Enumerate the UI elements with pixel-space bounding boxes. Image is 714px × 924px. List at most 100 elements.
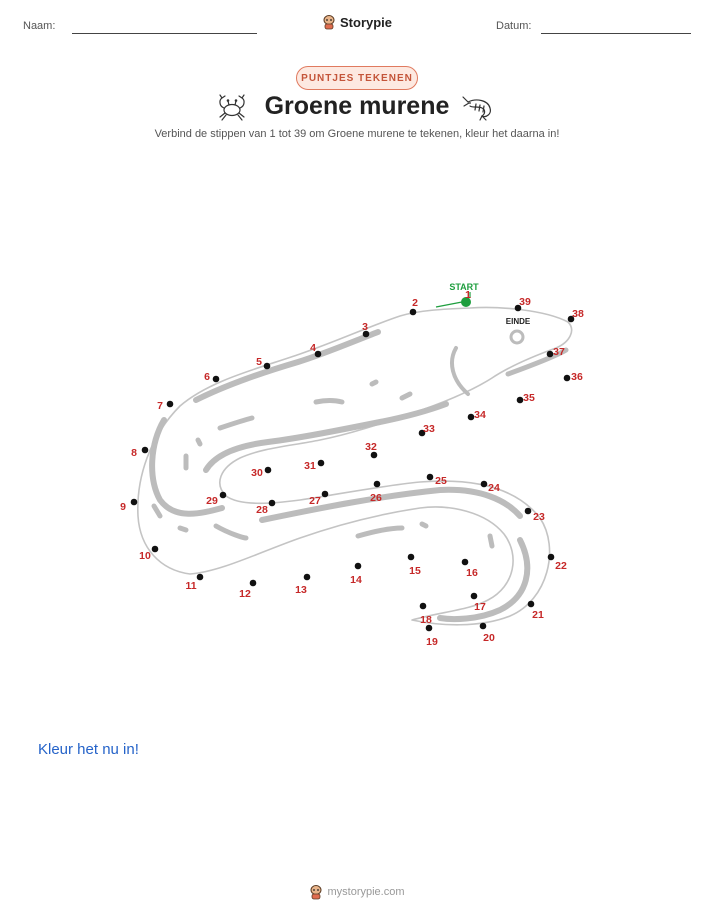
dot-5[interactable] (263, 362, 271, 370)
dot-number-35: 35 (523, 392, 535, 404)
dot-number-16: 16 (466, 567, 478, 579)
dot-12[interactable] (249, 579, 257, 587)
storypie-mascot-icon (310, 885, 322, 900)
end-label: EINDE (506, 317, 531, 326)
eel-outline (137, 306, 573, 626)
start-dot[interactable] (461, 297, 471, 307)
dot-30[interactable] (264, 466, 272, 474)
dot-34[interactable] (467, 413, 475, 421)
brand-name: Storypie (340, 14, 393, 30)
dot-22[interactable] (547, 553, 555, 561)
dot-number-30: 30 (251, 467, 263, 479)
name-label: Naam: (23, 20, 56, 32)
dot-number-28: 28 (256, 504, 268, 516)
dot-13[interactable] (303, 573, 311, 581)
dot-14[interactable] (354, 562, 362, 570)
dot-number-13: 13 (295, 584, 307, 596)
dot-2[interactable] (409, 308, 417, 316)
dot-number-24: 24 (488, 482, 500, 494)
dot-number-1: 1 (465, 289, 471, 301)
footer-url[interactable]: mystorypie.com (327, 886, 405, 898)
dot-3[interactable] (362, 330, 370, 338)
dot-number-26: 26 (370, 492, 382, 504)
dot-number-34: 34 (474, 409, 486, 421)
dot-26[interactable] (373, 480, 381, 488)
start-marker: START (435, 282, 479, 308)
storypie-mascot-icon (323, 15, 335, 30)
dot-number-9: 9 (120, 501, 126, 513)
dot-39[interactable] (514, 304, 522, 312)
dot-21[interactable] (527, 600, 535, 608)
dot-number-5: 5 (256, 356, 262, 368)
dot-8[interactable] (141, 446, 149, 454)
dot-number-25: 25 (435, 475, 447, 487)
start-label: START (449, 282, 479, 292)
dot-29[interactable] (219, 491, 227, 499)
dot-24[interactable] (480, 480, 488, 488)
dot-10[interactable] (151, 545, 159, 553)
dot-number-11: 11 (185, 580, 196, 592)
dot-number-6: 6 (204, 371, 210, 383)
dot-19[interactable] (425, 624, 433, 632)
dot-number-12: 12 (239, 588, 251, 600)
dot-31[interactable] (317, 459, 325, 467)
dot-38[interactable] (567, 315, 575, 323)
dot-number-27: 27 (309, 495, 321, 507)
dot-number-22: 22 (555, 560, 567, 572)
dot-32[interactable] (370, 451, 378, 459)
dot-number-21: 21 (532, 609, 544, 621)
activity-badge: PUNTJES TEKENEN (296, 66, 418, 90)
dot-number-2: 2 (412, 297, 418, 309)
dot-number-31: 31 (304, 460, 316, 472)
dot-number-19: 19 (426, 636, 438, 648)
dot-number-33: 33 (423, 423, 435, 435)
dot-4[interactable] (314, 350, 322, 358)
dot-37[interactable] (546, 350, 554, 358)
instructions: Verbind de stippen van 1 tot 39 om Groen… (154, 128, 560, 140)
dot-20[interactable] (479, 622, 487, 630)
page-title: Groene murene (264, 92, 450, 120)
color-it-prompt: Kleur het nu in! (38, 741, 139, 758)
dot-15[interactable] (407, 553, 415, 561)
brand-logo: Storypie (322, 14, 392, 30)
dot-number-37: 37 (553, 346, 565, 358)
name-line[interactable] (72, 33, 257, 34)
dot-number-15: 15 (409, 565, 421, 577)
dot-number-4: 4 (310, 342, 316, 354)
shrimp-icon (462, 96, 491, 121)
dot-33[interactable] (418, 429, 426, 437)
dot-25[interactable] (426, 473, 434, 481)
dot-16[interactable] (461, 558, 469, 566)
dot-number-17: 17 (474, 601, 486, 613)
crab-icon (219, 94, 245, 121)
dot-17[interactable] (470, 592, 478, 600)
dot-9[interactable] (130, 498, 138, 506)
footer: mystorypie.com (0, 884, 714, 900)
dot-number-18: 18 (420, 614, 432, 626)
dot-27[interactable] (321, 490, 329, 498)
dot-number-10: 10 (139, 550, 151, 562)
dot-number-7: 7 (157, 400, 163, 412)
dot-11[interactable] (196, 573, 204, 581)
dot-6[interactable] (212, 375, 220, 383)
dot-7[interactable] (166, 400, 174, 408)
dot-number-38: 38 (572, 308, 584, 320)
dot-number-29: 29 (206, 495, 218, 507)
date-line[interactable] (541, 33, 691, 34)
dot-35[interactable] (516, 396, 524, 404)
dot-number-8: 8 (131, 447, 137, 459)
date-label: Datum: (496, 20, 532, 32)
dot-number-39: 39 (519, 296, 531, 308)
dot-number-23: 23 (533, 511, 545, 523)
dot-18[interactable] (419, 602, 427, 610)
dot-number-36: 36 (571, 371, 583, 383)
dot-number-3: 3 (362, 321, 368, 333)
dot-number-32: 32 (365, 441, 377, 453)
dot-number-20: 20 (483, 632, 495, 644)
dot-28[interactable] (268, 499, 276, 507)
dot-36[interactable] (563, 374, 571, 382)
dot-number-14: 14 (350, 574, 362, 586)
dot-23[interactable] (524, 507, 532, 515)
